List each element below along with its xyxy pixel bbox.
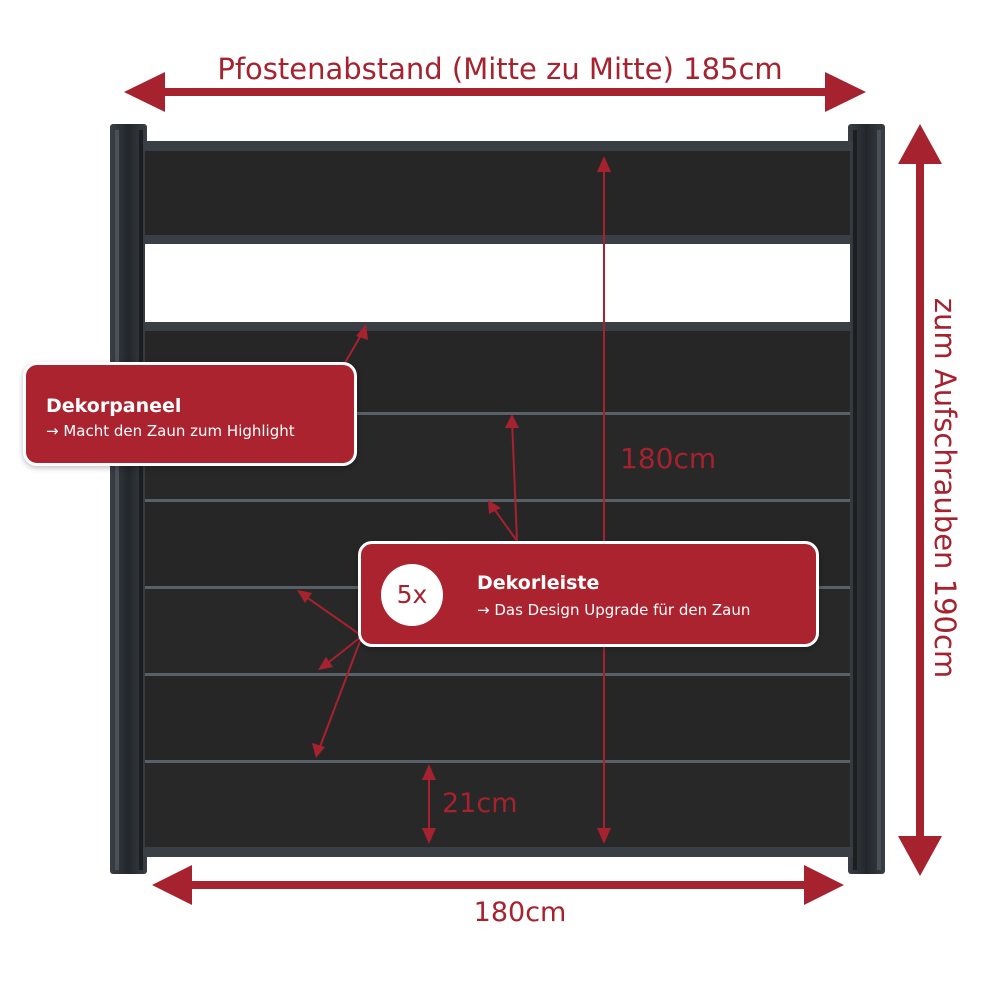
dekorpaneel-gap [145,244,850,322]
dekorpaneel-pointer [341,324,368,369]
post-spacing-arrow [124,72,866,112]
height-180-arrow [597,156,611,844]
quantity-badge: 5x [381,564,443,626]
dekorleiste-subtitle: → Das Design Upgrade für den Zaun [477,601,751,619]
post-spacing-label: Pfostenabstand (Mitte zu Mitte) 185cm [217,52,783,86]
right-post [848,124,885,874]
bottom-rail [143,847,853,857]
dekorleiste-title: Dekorleiste [477,572,600,594]
board-height-label: 21cm [442,788,518,819]
upper-rail [145,235,850,244]
width-label: 180cm [473,897,567,928]
width-arrow [152,865,844,905]
dekorleiste-callout: 5x Dekorleiste → Das Design Upgrade für … [358,541,819,647]
height-21-arrow [422,764,436,844]
top-rail [143,141,853,151]
dekorpaneel-subtitle: → Macht den Zaun zum Highlight [46,422,295,440]
height-label: 180cm [620,442,717,475]
mounting-height-arrow [898,124,942,876]
left-post [110,124,147,874]
upper-board [145,151,850,235]
lower-rail [145,322,850,331]
mounting-height-label: zum Aufschrauben 190cm [928,297,962,679]
dekorleiste-pointers [297,414,519,758]
dekorpaneel-callout: Dekorpaneel → Macht den Zaun zum Highlig… [23,362,357,466]
dekorpaneel-title: Dekorpaneel [46,395,182,417]
